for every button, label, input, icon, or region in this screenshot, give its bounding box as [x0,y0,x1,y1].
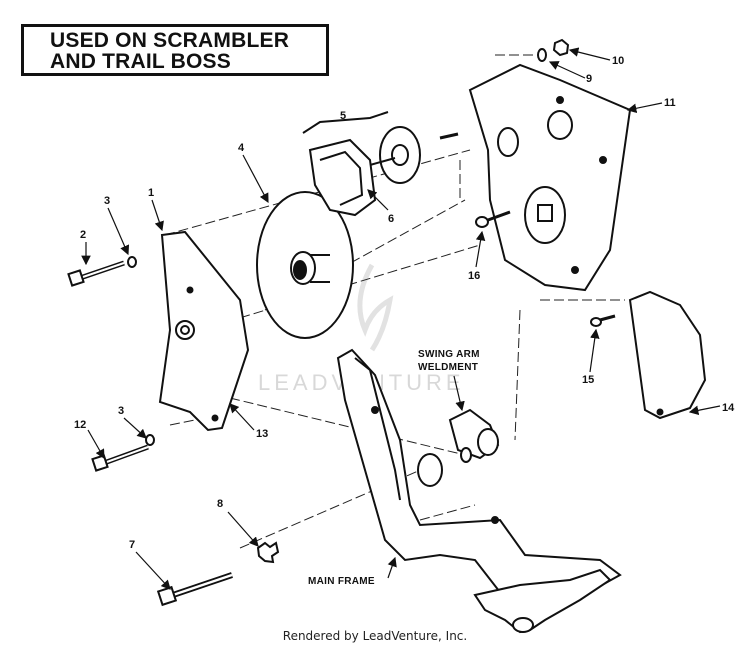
callout-numbers: 1 2 3 3 4 5 6 7 8 9 10 11 12 13 14 15 16 [74,55,735,551]
washer-part-3-top [127,256,137,268]
watermark-logo [357,263,394,352]
washer-part-9 [537,48,547,62]
callout-1: 1 [148,187,154,199]
screw-part-15 [590,314,616,327]
leader-lines [81,47,721,590]
callout-2: 2 [80,229,86,241]
clutch-assembly-part-5 [308,126,459,217]
cover-part-14 [628,290,707,420]
callout-7: 7 [129,539,135,551]
driven-pulley-part-4 [256,191,354,339]
bolt-part-16 [475,210,511,228]
title-line-1: USED ON SCRAMBLER [50,29,290,52]
nut-part-10 [552,38,570,57]
callout-12: 12 [74,419,86,431]
title-box: USED ON SCRAMBLER AND TRAIL BOSS [21,24,329,76]
swing-arm-weldment [448,408,500,463]
callout-13: 13 [256,428,268,440]
title-line-2: AND TRAIL BOSS [50,50,231,73]
washer-part-3-bottom [145,434,155,446]
callout-16: 16 [468,270,480,282]
callout-10: 10 [612,55,624,67]
callout-9: 9 [586,73,592,85]
callout-6: 6 [388,213,394,225]
callout-3-bottom: 3 [118,405,124,417]
callout-5: 5 [340,110,346,122]
bolt-part-2 [67,260,125,287]
chaincase-part-11 [468,63,632,292]
swing-arm-label-line2: WELDMENT [418,362,478,373]
callout-4: 4 [238,142,245,154]
bolt-part-12 [91,444,149,472]
callout-8: 8 [217,498,223,510]
main-frame [336,348,622,634]
callout-14: 14 [722,402,735,414]
main-frame-label: MAIN FRAME [308,576,375,587]
bracket-part-5 [302,111,389,134]
footer-credit: Rendered by LeadVenture, Inc. [282,629,468,643]
star-washer-part-8 [256,541,280,564]
swing-arm-label-line1: SWING ARM [418,349,480,360]
callout-3-top: 3 [104,195,110,207]
callout-11: 11 [664,97,676,109]
bolt-part-7 [156,572,233,607]
callout-15: 15 [582,374,594,386]
chaincase-plate-part-1 [158,230,250,432]
